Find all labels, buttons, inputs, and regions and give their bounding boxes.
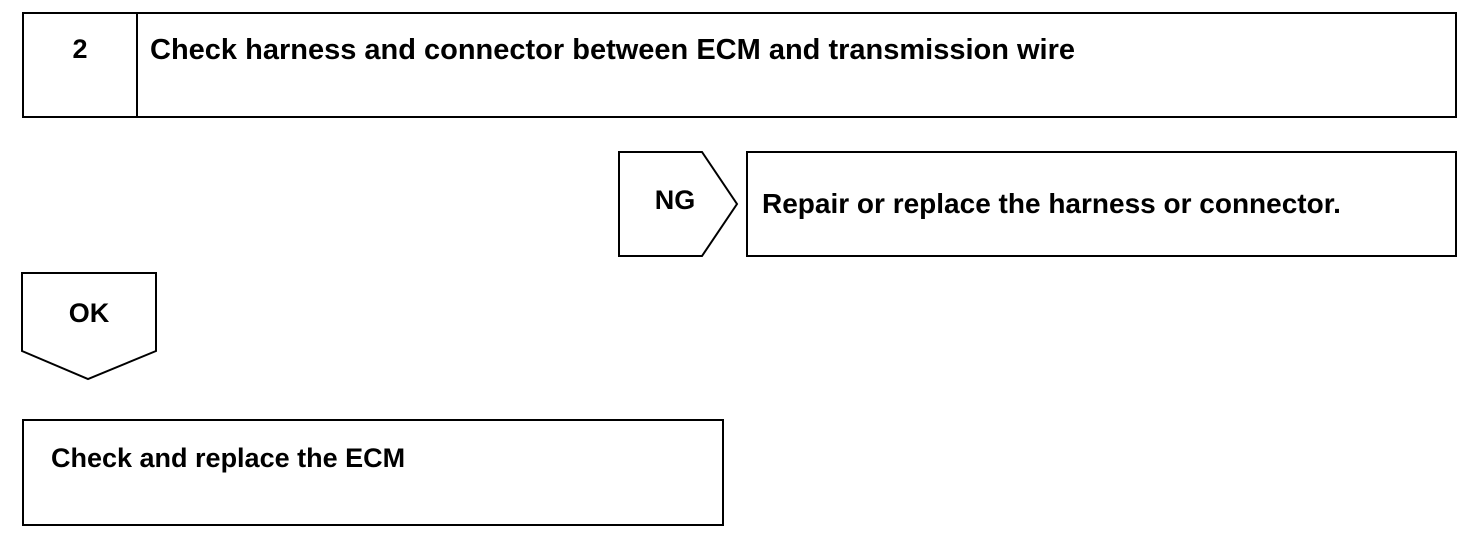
step-box: 2 Check harness and connector between EC… xyxy=(22,12,1457,118)
ng-result-text: Repair or replace the harness or connect… xyxy=(762,188,1341,219)
ok-label: OK xyxy=(68,298,110,328)
final-step-text: Check and replace the ECM xyxy=(51,443,406,473)
ng-arrow-shape xyxy=(618,151,739,257)
ok-arrow-shape xyxy=(21,272,157,381)
final-step-box: Check and replace the ECM xyxy=(22,419,724,526)
ng-label: NG xyxy=(654,185,696,215)
step-divider xyxy=(136,14,138,116)
step-title: Check harness and connector between ECM … xyxy=(150,34,1076,66)
ng-result-box: Repair or replace the harness or connect… xyxy=(746,151,1457,257)
step-number: 2 xyxy=(72,34,88,64)
